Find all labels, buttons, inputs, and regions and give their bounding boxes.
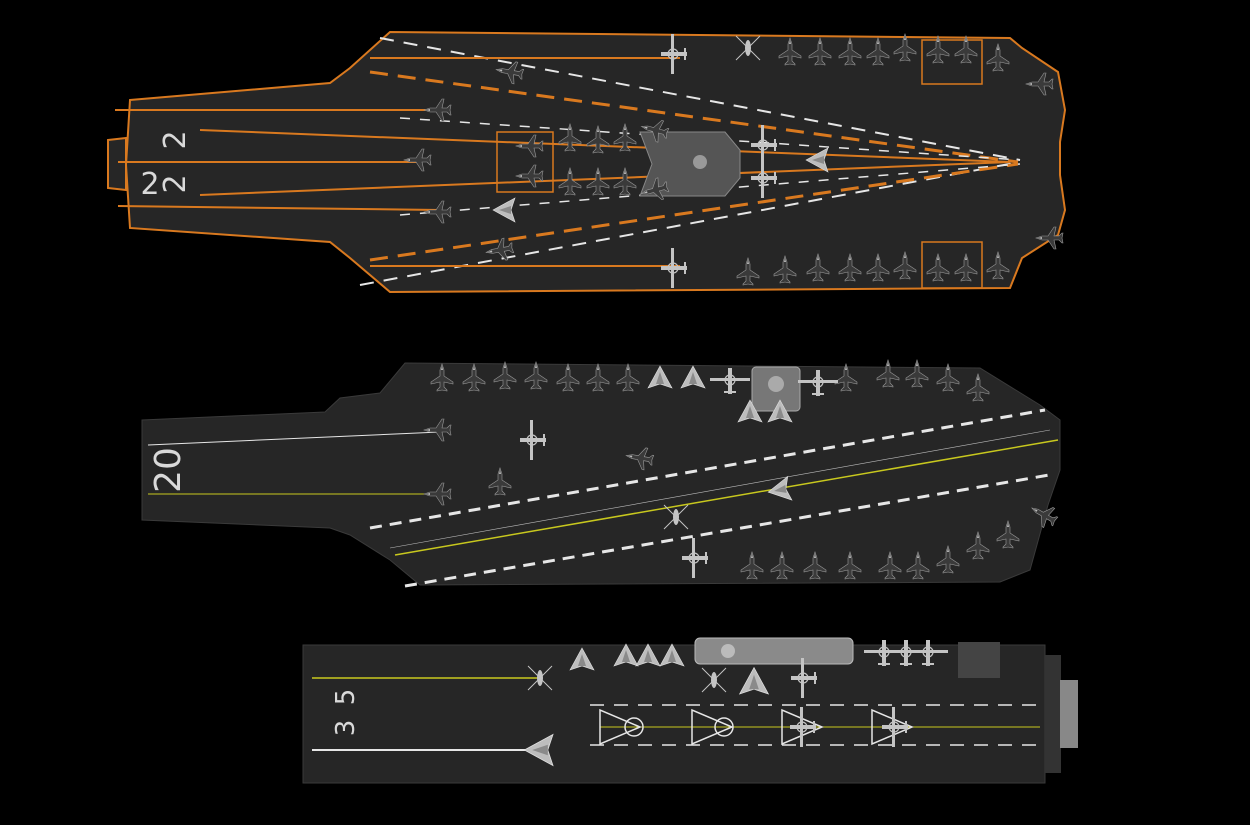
elevator bbox=[921, 39, 983, 85]
carrier-35: 3 5 bbox=[302, 637, 1078, 784]
radar-dome bbox=[693, 155, 707, 169]
hull-digit-1: 2 bbox=[140, 167, 159, 202]
hull-number-22: 2 bbox=[140, 167, 159, 202]
radar-dome bbox=[768, 376, 784, 392]
carrier-20-hull bbox=[141, 362, 1061, 586]
landing-line bbox=[117, 205, 441, 211]
radar-dome bbox=[721, 644, 735, 658]
carrier-35-hull bbox=[302, 644, 1046, 784]
hull-digit-bottom: 5 bbox=[331, 689, 361, 706]
bow-section bbox=[1045, 655, 1061, 773]
hull-number-20: 20 bbox=[148, 447, 189, 493]
island-superstructure bbox=[639, 131, 741, 197]
elevator bbox=[921, 241, 983, 289]
bow-ramp bbox=[1060, 680, 1078, 748]
hull-digit-bottom: 2 bbox=[158, 174, 193, 193]
carrier-22-hull bbox=[124, 30, 1067, 294]
hull-digit-top: 3 bbox=[331, 720, 361, 737]
elevator bbox=[958, 642, 1000, 678]
island-superstructure bbox=[694, 637, 854, 665]
hull-digit-top: 2 bbox=[158, 130, 193, 149]
carrier-20: 20 bbox=[141, 359, 1062, 588]
elevator bbox=[496, 131, 554, 193]
angled-deck bbox=[369, 408, 1059, 588]
landing-line bbox=[147, 431, 441, 446]
stern-ramp bbox=[107, 136, 127, 192]
carrier-22: 2 2 2 bbox=[107, 30, 1067, 294]
